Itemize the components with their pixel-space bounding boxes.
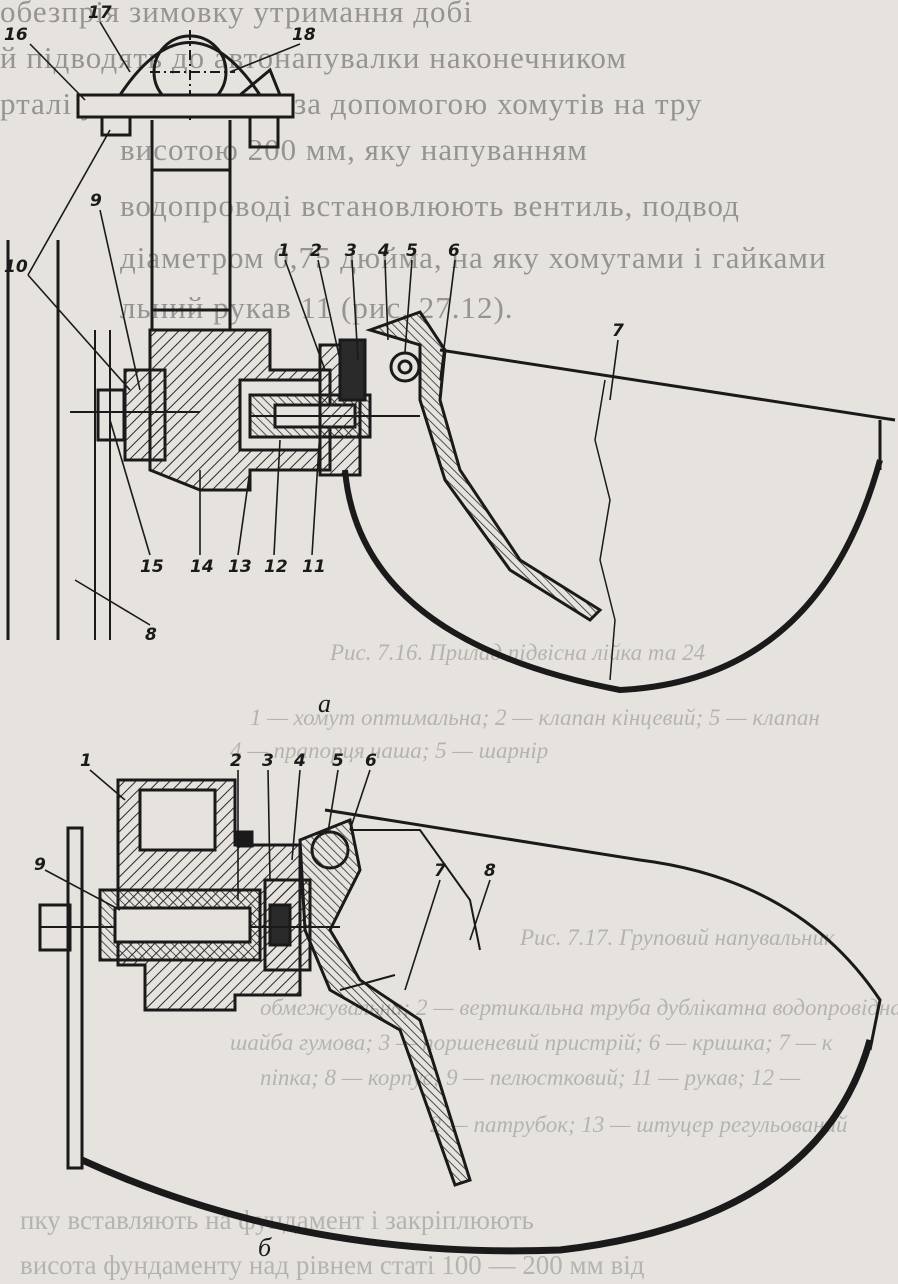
callout-b-3: 3	[262, 751, 274, 771]
callout-b-6: 6	[365, 751, 377, 771]
figure-b-drawing	[38, 778, 882, 1255]
callout-a-12: 12	[264, 557, 288, 577]
callout-a-10: 10	[4, 257, 28, 277]
ghost-caption-7: піпка; 8 — корпус; 9 — пелюстковий; 11 —…	[260, 1065, 801, 1090]
valve-body-b	[98, 778, 340, 1012]
background-text-line-6: діаметром 0,75 дюйма, на яку хомутами і …	[120, 240, 827, 275]
ghost-caption-6: шайба гумова; 3 — поршеневий пристрій; 6…	[230, 1030, 833, 1055]
callout-a-5: 5	[406, 241, 418, 261]
top-clamp	[76, 30, 295, 149]
bowl-a	[342, 348, 896, 694]
callout-b-9: 9	[34, 855, 46, 875]
valve-body	[148, 328, 420, 492]
ghost-caption-4: Рис. 7.17. Груповий напувальник	[520, 925, 835, 950]
callout-a-15: 15	[140, 557, 164, 577]
callout-a-7: 7	[612, 321, 624, 341]
figure-a-leaders	[27, 21, 619, 626]
callout-a-2: 2	[310, 241, 322, 261]
callout-a-6: 6	[448, 241, 460, 261]
callout-a-16: 16	[4, 25, 28, 45]
post	[6, 240, 111, 640]
lever-b	[298, 817, 472, 1187]
figure-a-label: а	[318, 689, 331, 718]
background-text-line-1: обезпрія зимовку утримання добі	[0, 0, 473, 29]
callout-b-7: 7	[434, 861, 446, 881]
figure-b-leaders	[44, 769, 491, 991]
callout-a-18: 18	[292, 25, 316, 45]
callout-a-4: 4	[377, 241, 390, 261]
riser-pipe	[150, 120, 232, 330]
callout-a-1: 1	[278, 241, 290, 261]
figure-a-drawing	[6, 30, 896, 694]
callout-a-13: 13	[228, 557, 252, 577]
callout-a-14: 14	[190, 557, 214, 577]
ghost-caption-10: висота фундаменту над рівнем статі 100 —…	[20, 1250, 645, 1280]
callout-a-11: 11	[302, 557, 326, 577]
callout-a-17: 17	[88, 3, 112, 23]
callout-b-4: 4	[293, 751, 306, 771]
ghost-caption-2: 1 — хомут оптимальна; 2 — клапан кінцеви…	[250, 705, 820, 730]
callout-a-8: 8	[145, 625, 157, 645]
figure-a-callouts: 17 16 18 10 9 1 2 3 4 5 6 7 15 14 13 12 …	[4, 3, 624, 645]
callout-b-8: 8	[484, 861, 496, 881]
figure-b-label: б	[258, 1233, 272, 1262]
background-text-line-5: водопроводі встановлюють вентиль, подвод	[120, 188, 740, 223]
background-text-line-2: й підводять до автонапувалки наконечнико…	[0, 40, 627, 75]
ghost-caption-8: 2 — патрубок; 13 — штуцер регульований	[430, 1112, 848, 1137]
callout-b-5: 5	[332, 751, 344, 771]
ghost-caption-9: пку вставляють на фундамент і закріплюют…	[20, 1205, 534, 1235]
callout-a-3: 3	[345, 241, 357, 261]
figure-b-callouts: 1 2 3 4 5 6 9 7 8	[34, 751, 496, 881]
mounting-plate	[66, 826, 84, 1170]
background-text-line-4: висотою 200 мм, яку напуванням	[120, 132, 588, 167]
callout-b-2: 2	[230, 751, 242, 771]
callout-a-9: 9	[90, 191, 102, 211]
ghost-caption-3: 4 — прапорця чаша; 5 — шарнір	[230, 738, 549, 763]
callout-b-1: 1	[80, 751, 92, 771]
